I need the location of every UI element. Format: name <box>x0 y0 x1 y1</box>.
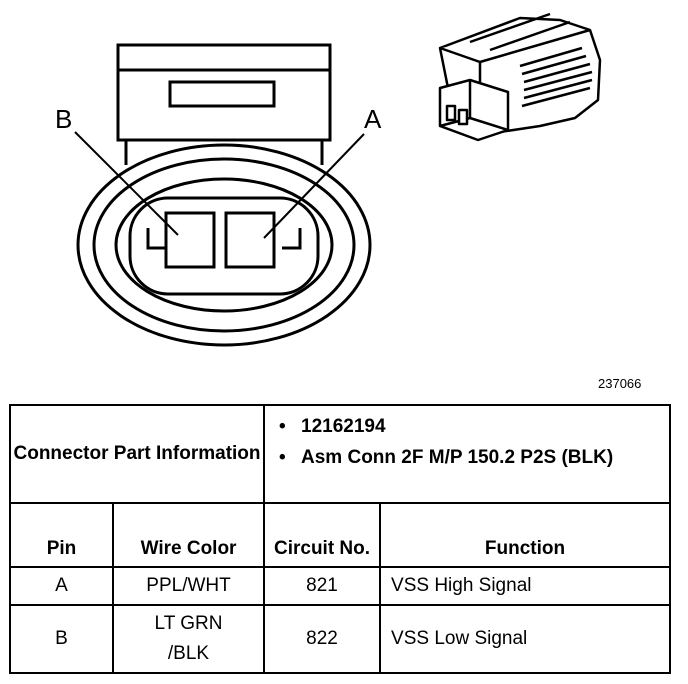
pin-a-cavity <box>224 211 276 269</box>
callout-a-label: A <box>364 104 382 134</box>
connector-face-view <box>76 43 372 347</box>
row-function: VSS Low Signal <box>379 604 671 674</box>
callout-a-line <box>263 133 365 239</box>
part-number: 12162194 <box>279 414 669 439</box>
row-wire-color: LT GRN /BLK <box>111 604 266 674</box>
part-description: Asm Conn 2F M/P 150.2 P2S (BLK) <box>279 445 669 470</box>
table-row: A PPL/WHT 821 VSS High Signal <box>9 566 671 606</box>
callout-b-label: B <box>55 104 72 134</box>
pin-b-cavity <box>164 211 216 269</box>
header-function: Function <box>379 502 671 568</box>
row-circuit: 822 <box>263 604 382 674</box>
connector-part-values: 12162194 Asm Conn 2F M/P 150.2 P2S (BLK) <box>263 404 671 504</box>
connector-iso-view <box>438 12 602 142</box>
row-function: VSS High Signal <box>379 566 671 606</box>
table-row: B LT GRN /BLK 822 VSS Low Signal <box>9 604 671 674</box>
header-wire-color: Wire Color <box>111 502 266 568</box>
row-wire-color: PPL/WHT <box>111 566 266 606</box>
row-pin: A <box>9 566 114 606</box>
figure-id: 237066 <box>598 376 642 391</box>
row-pin: B <box>9 604 114 674</box>
row-circuit: 821 <box>263 566 382 606</box>
connector-part-label: Connector Part Information <box>8 404 266 504</box>
header-pin: Pin <box>9 502 114 568</box>
header-circuit: Circuit No. <box>263 502 382 568</box>
connector-diagram: B A <box>55 12 602 347</box>
connector-info-table: Connector Part Information 12162194 Asm … <box>8 404 671 674</box>
callout-b-line <box>74 131 179 236</box>
